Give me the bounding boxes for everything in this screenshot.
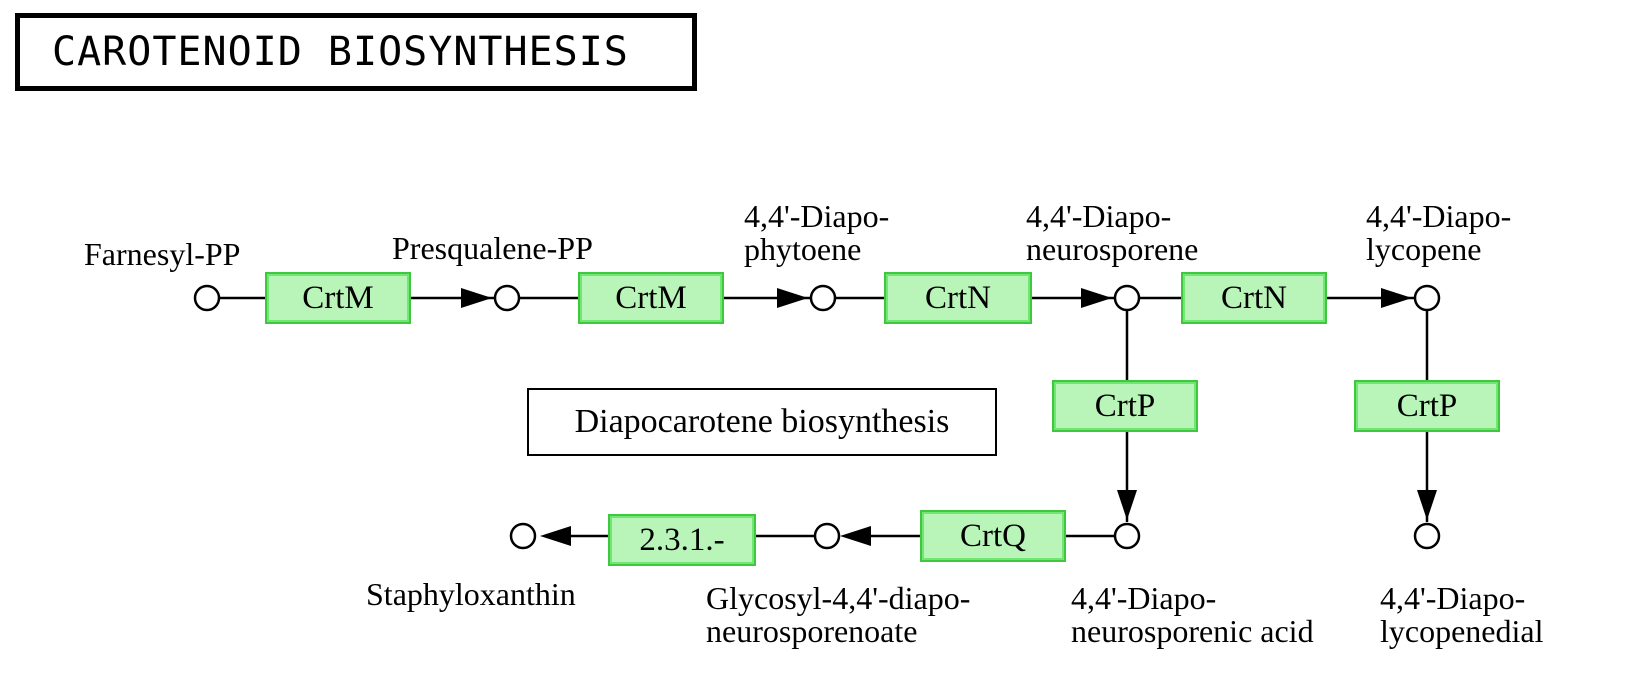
map-title: CAROTENOID BIOSYNTHESIS: [15, 13, 697, 91]
enzyme-crtn-2[interactable]: CrtN: [1181, 272, 1327, 324]
compound-label-line: neurosporene: [1026, 231, 1199, 267]
compound-label-neurosporene[interactable]: 4,4'-Diapo- neurosporene: [1026, 200, 1198, 266]
compound-node-staphyloxanthin: [509, 522, 537, 550]
compound-label-line: Staphyloxanthin: [366, 576, 576, 612]
compound-label-line: 4,4'-Diapo-: [1366, 198, 1512, 234]
compound-label-line: 4,4'-Diapo-: [1071, 580, 1217, 616]
compound-node-farnesyl: [193, 284, 221, 312]
compound-label-line: 4,4'-Diapo-: [744, 198, 890, 234]
compound-label-line: neurosporenic acid: [1071, 613, 1314, 649]
compound-label-glycosyl[interactable]: Glycosyl-4,4'-diapo- neurosporenoate: [706, 582, 970, 648]
compound-node-neurosporenic: [1113, 522, 1141, 550]
arrowhead-lycopenedial: [1417, 490, 1437, 520]
arrowhead-phytoene: [777, 288, 808, 308]
compound-label-line: 4,4'-Diapo-: [1026, 198, 1172, 234]
compound-node-lycopene: [1413, 284, 1441, 312]
arrowhead-presqualene: [461, 288, 492, 308]
compound-label-phytoene[interactable]: 4,4'-Diapo- phytoene: [744, 200, 889, 266]
arrowhead-staphyloxanthin: [540, 526, 571, 546]
arrowhead-lycopene: [1381, 288, 1412, 308]
enzyme-crtm-1[interactable]: CrtM: [265, 272, 411, 324]
compound-label-line: Glycosyl-4,4'-diapo-: [706, 580, 971, 616]
arrowhead-neurosporenic: [1117, 490, 1137, 520]
compound-label-line: phytoene: [744, 231, 862, 267]
compound-label-farnesyl[interactable]: Farnesyl-PP: [84, 238, 240, 271]
compound-label-line: Presqualene-PP: [392, 230, 593, 266]
compound-label-staphyloxanthin[interactable]: Staphyloxanthin: [366, 578, 576, 611]
compound-node-glycosyl: [813, 522, 841, 550]
enzyme-crtp-2[interactable]: CrtP: [1354, 380, 1500, 432]
compound-node-lycopenedial: [1413, 522, 1441, 550]
compound-label-lycopenedial[interactable]: 4,4'-Diapo- lycopenedial: [1380, 582, 1543, 648]
enzyme-crtp-1[interactable]: CrtP: [1052, 380, 1198, 432]
compound-label-presqualene[interactable]: Presqualene-PP: [392, 232, 593, 265]
enzyme-ec-2-3-1[interactable]: 2.3.1.-: [608, 514, 756, 566]
compound-label-line: lycopene: [1366, 231, 1482, 267]
enzyme-crtn-1[interactable]: CrtN: [884, 272, 1032, 324]
map-title-text: CAROTENOID BIOSYNTHESIS: [52, 29, 629, 75]
compound-label-lycopene[interactable]: 4,4'-Diapo- lycopene: [1366, 200, 1511, 266]
enzyme-crtm-2[interactable]: CrtM: [578, 272, 724, 324]
enzyme-crtq[interactable]: CrtQ: [920, 510, 1066, 562]
compound-label-line: Farnesyl-PP: [84, 236, 241, 272]
arrowhead-glycosyl: [840, 526, 871, 546]
compound-label-neurosporenic[interactable]: 4,4'-Diapo- neurosporenic acid: [1071, 582, 1314, 648]
arrowhead-neurosporene: [1081, 288, 1112, 308]
map-link-diapocarotene[interactable]: Diapocarotene biosynthesis: [527, 388, 997, 456]
compound-label-line: lycopenedial: [1380, 613, 1544, 649]
compound-node-presqualene: [493, 284, 521, 312]
compound-node-phytoene: [809, 284, 837, 312]
compound-label-line: 4,4'-Diapo-: [1380, 580, 1526, 616]
compound-node-neurosporene: [1113, 284, 1141, 312]
compound-label-line: neurosporenoate: [706, 613, 918, 649]
map-link-label: Diapocarotene biosynthesis: [574, 403, 950, 440]
